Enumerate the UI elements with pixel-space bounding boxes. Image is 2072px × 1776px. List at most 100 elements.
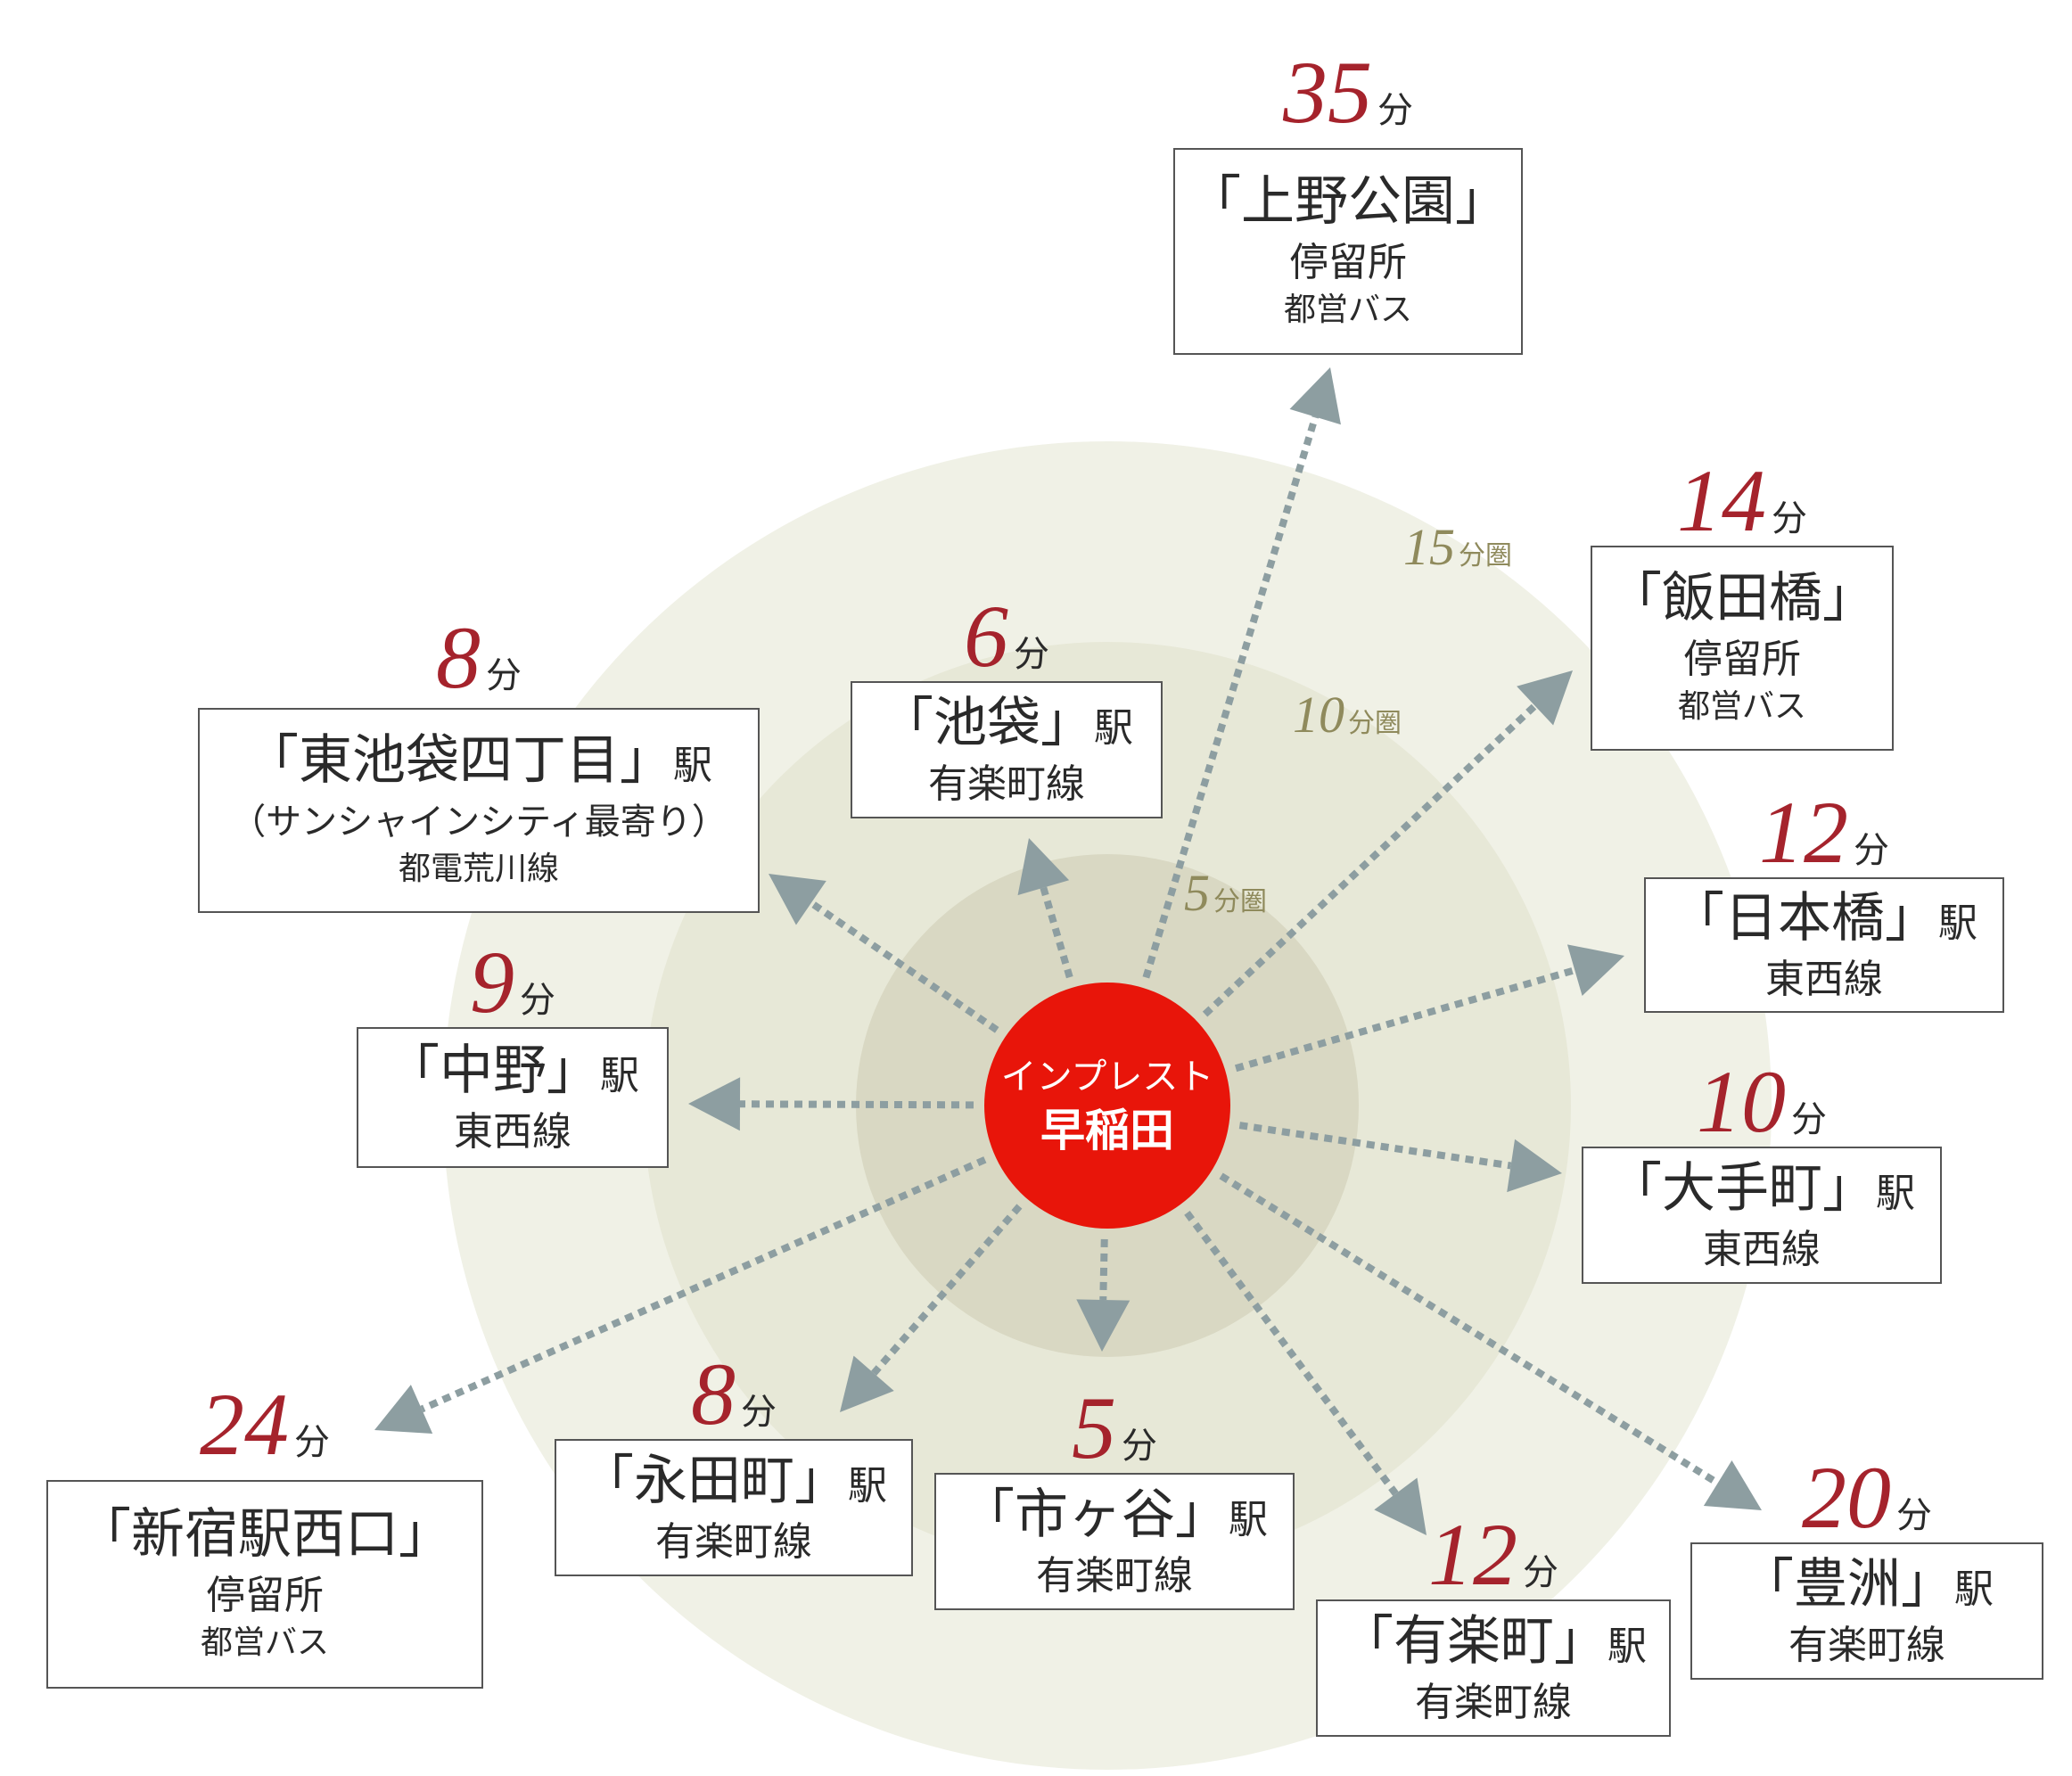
- station-suffix: 駅: [1229, 1497, 1268, 1542]
- arrow-line-yurakucho: [1184, 1211, 1399, 1496]
- destination-name: 「飯田橋」: [1608, 566, 1876, 636]
- station-name: 「永田町」: [580, 1450, 848, 1512]
- arrow-head-nakano: [688, 1077, 741, 1131]
- destination-name: 「有楽町」駅: [1340, 1609, 1647, 1679]
- destination-line: 東西線: [1703, 1227, 1821, 1272]
- station-name: 「飯田橋」: [1608, 567, 1876, 629]
- station-name: 「日本橋」: [1671, 887, 1938, 950]
- station-name: 「市ヶ谷」: [961, 1484, 1229, 1546]
- arrow-line-nihonbashi: [1234, 966, 1576, 1073]
- minutes-unit: 分: [1772, 498, 1807, 539]
- minutes-value: 24: [200, 1375, 289, 1474]
- destination-box: 「日本橋」駅 東西線: [1644, 877, 2004, 1013]
- arrow-line-nakano: [739, 1100, 974, 1109]
- destination-type: 停留所: [1289, 240, 1407, 285]
- minutes-value: 10: [1697, 1052, 1786, 1151]
- destination-name: 「新宿駅西口」: [78, 1502, 452, 1572]
- station-suffix: 駅: [1954, 1566, 1994, 1612]
- arrow-head-iidabashi: [1517, 670, 1573, 726]
- minutes-value: 5: [1072, 1378, 1116, 1477]
- minutes-unit: 分: [520, 980, 555, 1021]
- destination-name: 「大手町」駅: [1608, 1156, 1915, 1226]
- destination-box: 「飯田橋」 停留所 都営バス: [1591, 546, 1894, 751]
- minutes-unit: 分: [294, 1422, 330, 1463]
- destination-line: 有楽町線: [1036, 1553, 1193, 1599]
- destination-box: 「上野公園」 停留所 都営バス: [1173, 148, 1523, 355]
- destination-line: 都電荒川線: [398, 851, 559, 887]
- zone-label-5-number: 5: [1184, 864, 1210, 922]
- destination-name: 「日本橋」駅: [1671, 886, 1977, 956]
- destination-name: 「豊洲」駅: [1740, 1552, 1994, 1622]
- minutes-unit: 分: [1896, 1495, 1932, 1536]
- destination-box: 「豊洲」駅 有楽町線: [1690, 1542, 2043, 1680]
- destination-box: 「中野」駅 東西線: [357, 1027, 669, 1168]
- center-label-line1: インプレスト: [1000, 1057, 1214, 1098]
- station-suffix: 駅: [1876, 1171, 1915, 1216]
- minutes-value: 8: [436, 608, 481, 707]
- minutes-unit: 分: [1122, 1426, 1157, 1467]
- arrow-line-shinjuku: [420, 1156, 987, 1413]
- arrow-head-toyosu: [1703, 1459, 1762, 1510]
- destination-line: 東西線: [1765, 957, 1883, 1002]
- destination-box: 「市ヶ谷」駅 有楽町線: [934, 1473, 1295, 1610]
- station-name: 「上野公園」: [1188, 170, 1509, 233]
- destination-box: 「新宿駅西口」 停留所 都営バス: [46, 1480, 483, 1689]
- minutes-unit: 分: [1377, 90, 1413, 131]
- station-name: 「東池袋四丁目」: [245, 729, 673, 792]
- station-suffix: 駅: [1094, 705, 1133, 751]
- minutes-unit: 分: [1854, 830, 1889, 871]
- arrow-head-higashi: [769, 874, 826, 925]
- destination-name: 「市ヶ谷」駅: [961, 1483, 1268, 1552]
- minutes-value: 8: [691, 1344, 736, 1443]
- arrow-line-toyosu: [1219, 1172, 1720, 1486]
- minutes-unit: 分: [1523, 1552, 1558, 1593]
- destination-box: 「永田町」駅 有楽町線: [555, 1439, 913, 1576]
- destination-note: （サンシャインシティ最寄り）: [230, 802, 728, 843]
- destination-name: 「中野」駅: [386, 1039, 639, 1108]
- destination-line: 東西線: [454, 1109, 571, 1155]
- destination-name: 「永田町」駅: [580, 1449, 887, 1518]
- station-name: 「池袋」: [880, 692, 1094, 754]
- minutes-unit: 分: [741, 1392, 777, 1433]
- zone-label-15-number: 15: [1403, 518, 1455, 576]
- zone-label-15-unit: 分圏: [1459, 540, 1512, 571]
- destination-box: 「池袋」駅 有楽町線: [851, 681, 1163, 818]
- arrow-head-otemachi: [1507, 1139, 1562, 1193]
- destination-box: 「有楽町」駅 有楽町線: [1316, 1599, 1671, 1737]
- zone-label-10-number: 10: [1293, 686, 1344, 744]
- minutes-unit: 分: [486, 655, 522, 696]
- station-name: 「豊洲」: [1740, 1553, 1954, 1616]
- arrow-head-ueno: [1289, 367, 1341, 425]
- station-suffix: 駅: [1938, 900, 1977, 946]
- destination-line: 有楽町線: [1415, 1680, 1572, 1725]
- arrow-head-nihonbashi: [1566, 944, 1624, 996]
- station-suffix: 駅: [848, 1463, 887, 1509]
- arrow-head-yurakucho: [1374, 1477, 1427, 1535]
- minutes-value: 6: [964, 587, 1008, 686]
- destination-line: 都営バス: [1283, 292, 1412, 328]
- destination-line: 都営バス: [200, 1624, 329, 1661]
- minutes-value: 9: [470, 933, 514, 1032]
- destination-line: 有楽町線: [655, 1519, 812, 1565]
